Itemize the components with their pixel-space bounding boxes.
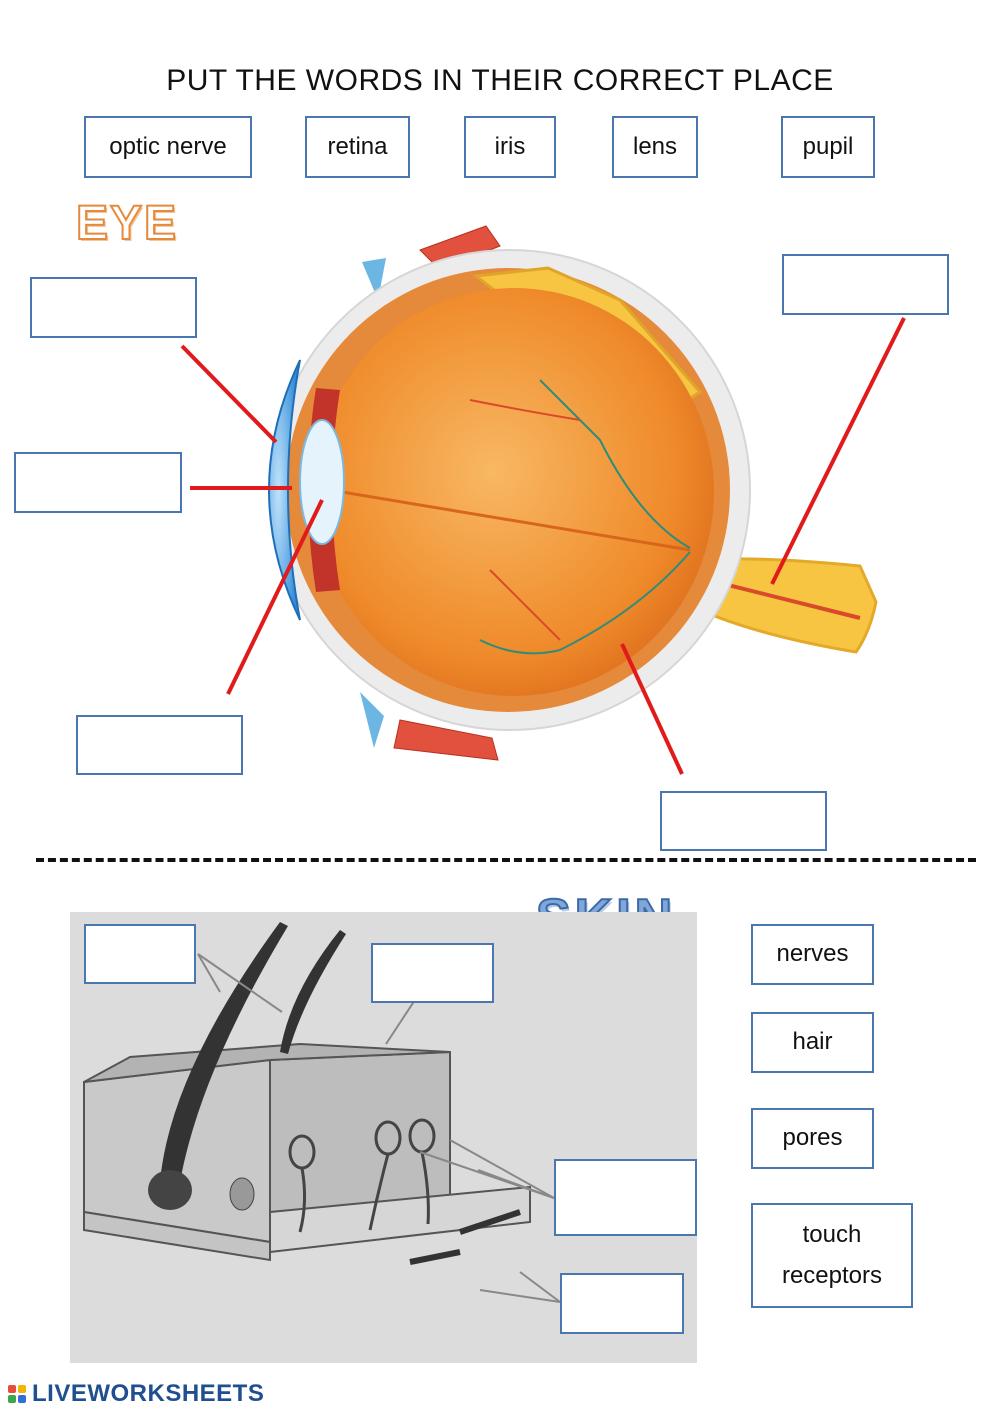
- word-pores[interactable]: pores: [751, 1108, 874, 1169]
- skin-answer-box-3[interactable]: [554, 1159, 697, 1236]
- brand-grid-icon: [8, 1385, 26, 1403]
- word-lens[interactable]: lens: [612, 116, 698, 178]
- hair-2: [280, 930, 346, 1054]
- word-pupil[interactable]: pupil: [781, 116, 875, 178]
- hair-1: [160, 922, 288, 1182]
- brand-logo: LIVEWORKSHEETS: [8, 1380, 264, 1408]
- eye-leader-lines: [180, 317, 906, 775]
- skin-base-front: [83, 1210, 271, 1262]
- skin-answer-box-1[interactable]: [84, 924, 196, 984]
- word-nerves[interactable]: nerves: [751, 924, 874, 985]
- lens-shape: [299, 419, 345, 545]
- skin-answer-box-4[interactable]: [560, 1273, 684, 1334]
- word-touch-receptors[interactable]: touch receptors: [751, 1203, 913, 1308]
- eye-center-line: [329, 488, 691, 552]
- page-title: PUT THE WORDS IN THEIR CORRECT PLACE: [166, 64, 834, 97]
- lower-lid: [360, 692, 384, 748]
- hair-follicle: [148, 1170, 192, 1210]
- touch-receptors-drawing: [288, 1118, 436, 1233]
- nerves-drawing: [409, 1209, 521, 1265]
- word-optic-nerve[interactable]: optic nerve: [84, 116, 252, 178]
- word-iris[interactable]: iris: [464, 116, 556, 178]
- skin-answer-box-2[interactable]: [371, 943, 494, 1003]
- word-hair[interactable]: hair: [751, 1012, 874, 1073]
- optic-nerve-shape: [698, 557, 878, 654]
- eye-answer-box-3[interactable]: [76, 715, 243, 775]
- eye-answer-box-1[interactable]: [30, 277, 197, 338]
- skin-base-slab: [269, 1185, 531, 1254]
- vessel-4: [489, 569, 561, 641]
- vessel-1: [539, 379, 691, 549]
- brand-text: LIVEWORKSHEETS: [32, 1380, 265, 1407]
- skin-surface: [83, 1042, 451, 1083]
- vessel-2: [479, 551, 691, 655]
- eye-answer-box-2[interactable]: [14, 452, 182, 513]
- vitreous-body: [314, 288, 714, 696]
- eye-diagram: [180, 225, 906, 775]
- eye-answer-box-4[interactable]: [782, 254, 949, 315]
- section-divider: [36, 858, 976, 862]
- eye-answer-box-5[interactable]: [660, 791, 827, 851]
- vessel-3: [469, 399, 581, 421]
- gland: [229, 1177, 255, 1211]
- eye-heading: EYE: [75, 196, 179, 251]
- word-retina[interactable]: retina: [305, 116, 410, 178]
- bottom-muscle: [393, 719, 499, 761]
